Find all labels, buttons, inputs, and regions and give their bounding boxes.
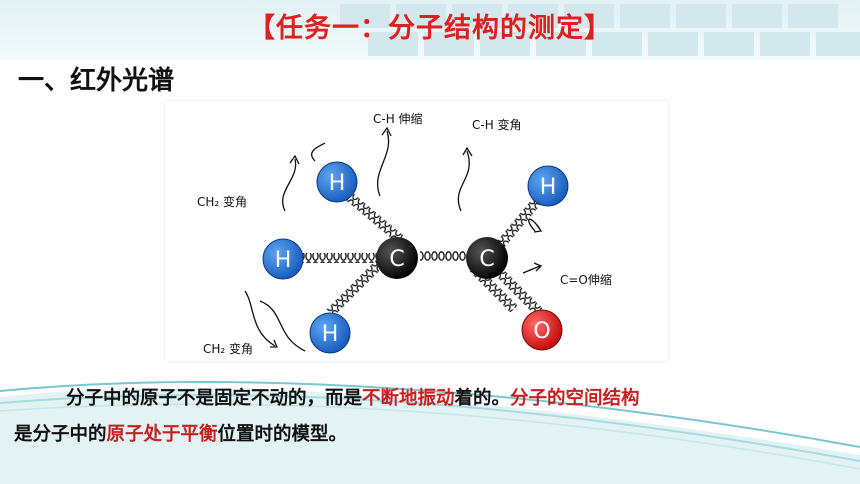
svg-text:H: H [275,248,292,273]
atom-h-top-left: H [316,161,358,203]
molecule-vibration-diagram: H H H H C C O [165,101,668,361]
text-segment: 着的。 [454,388,511,409]
atom-c-left: C [376,237,418,279]
explanation-paragraph: 分子中的原子不是固定不动的，而是不断地振动着的。分子的空间结构 是分子中的原子处… [14,381,854,453]
svg-text:O: O [533,319,550,344]
label-ch2-bend-bottom: CH₂ 变角 [203,341,253,356]
label-ch-stretch: C-H 伸缩 [373,111,423,126]
svg-text:H: H [329,171,346,196]
label-co-stretch: C=O伸缩 [560,272,612,287]
vibration-arrows [244,126,543,352]
header-grid-pattern [340,4,860,56]
text-segment: 分子中的原子不是固定不动的，而是 [66,388,363,409]
svg-text:C: C [389,247,404,272]
diagram-svg: H H H H C C O [197,111,612,356]
page-title: 【任务一：分子结构的测定】 [248,13,612,44]
text-segment: 位置时的模型。 [217,424,348,445]
atom-h-left: H [262,238,304,280]
atom-o: O [521,309,563,351]
label-ch-bend: C-H 变角 [472,117,522,132]
svg-text:C: C [479,247,494,272]
atom-c-right: C [466,237,508,279]
label-ch2-bend-top: CH₂ 变角 [197,194,247,209]
svg-text:H: H [322,322,339,347]
decorative-waves [0,381,860,484]
svg-text:H: H [540,175,557,200]
atom-h-top-right: H [527,165,569,207]
atom-h-bottom-left: H [309,312,351,354]
bonds-springs [285,189,552,325]
text-segment: 是分子中的 [14,424,107,445]
highlight-vibration: 不断地振动 [362,388,455,409]
section-heading: 一、红外光谱 [18,66,175,96]
highlight-equilibrium: 原子处于平衡 [106,424,218,445]
highlight-structure: 分子的空间结构 [510,388,640,409]
